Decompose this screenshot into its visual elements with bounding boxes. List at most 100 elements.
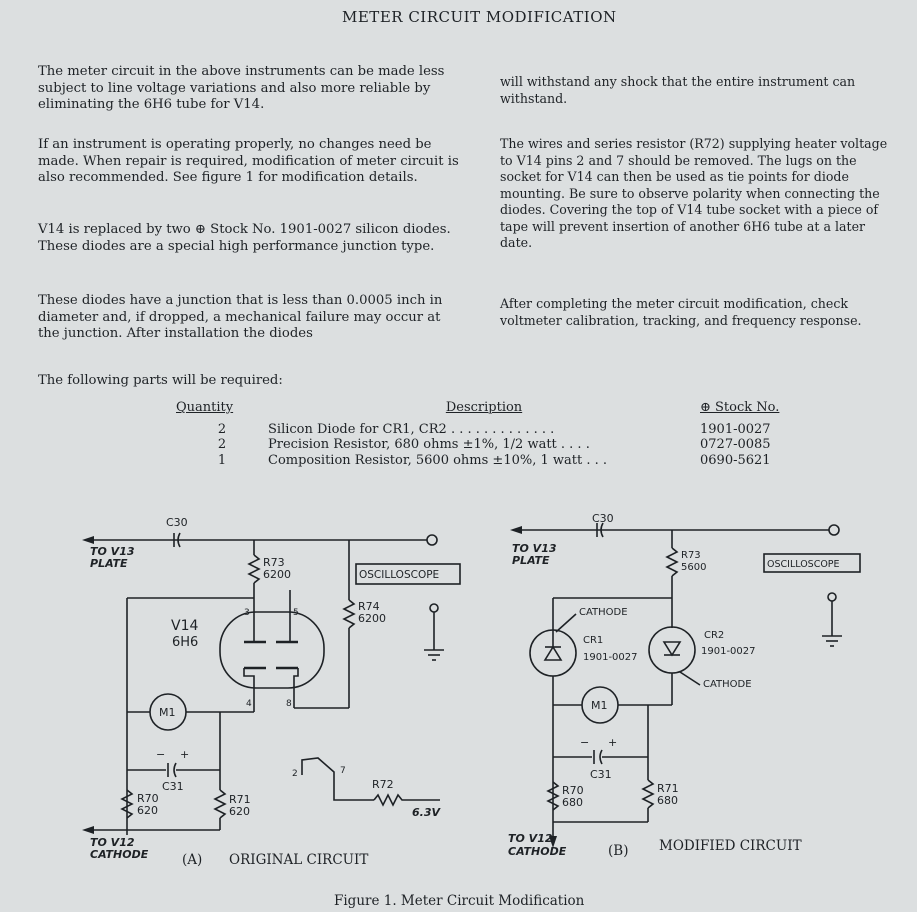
label-r74: R74 bbox=[358, 600, 380, 613]
parts-intro: The following parts will be required: bbox=[38, 373, 283, 388]
callout-line bbox=[555, 613, 577, 633]
label-pin-7: 7 bbox=[340, 766, 346, 776]
label-r71-value: 620 bbox=[229, 805, 250, 818]
capacitor-plate bbox=[600, 522, 604, 538]
parts-table: Quantity Description ⊕ Stock No. 2 Silic… bbox=[176, 400, 800, 468]
svg-text:−: − bbox=[580, 736, 589, 749]
label-r71: R71 bbox=[229, 793, 251, 806]
heater-wire bbox=[301, 757, 374, 801]
cell-description: Silicon Diode for CR1, CR2 . . . . . . .… bbox=[268, 421, 555, 437]
label-oscilloscope: OSCILLOSCOPE bbox=[767, 559, 840, 570]
arrow-icon bbox=[510, 526, 522, 534]
caption-a-letter: (A) bbox=[182, 852, 203, 868]
arrow-icon bbox=[549, 836, 557, 848]
capacitor-plate bbox=[599, 749, 603, 765]
wire bbox=[243, 668, 255, 712]
cell-quantity: 2 bbox=[217, 421, 227, 437]
callout-line bbox=[679, 671, 701, 686]
paragraph-left-2: If an instrument is operating properly, … bbox=[38, 137, 459, 185]
header-description: Description bbox=[445, 400, 523, 415]
label-r71-value: 680 bbox=[657, 794, 678, 807]
oscilloscope-box bbox=[763, 553, 861, 573]
terminal-icon bbox=[827, 592, 837, 602]
resistor-r73 bbox=[665, 547, 679, 577]
resistor-r70 bbox=[546, 781, 560, 811]
diode-cr2 bbox=[648, 626, 696, 674]
paragraph-right-3: After completing the meter circuit modif… bbox=[500, 296, 862, 328]
label-to-v12: TO V12 bbox=[90, 836, 135, 849]
label-plate: PLATE bbox=[90, 557, 128, 570]
paragraph-right-1: will withstand any shock that the entire… bbox=[500, 74, 856, 106]
cell-description: Composition Resistor, 5600 ohms ±10%, 1 … bbox=[268, 452, 607, 468]
arrow-icon bbox=[82, 536, 94, 544]
cell-stock: 1901-0027 bbox=[700, 421, 771, 437]
page-title: METER CIRCUIT MODIFICATION bbox=[342, 8, 617, 26]
caption-b-letter: (B) bbox=[608, 843, 629, 859]
wire bbox=[293, 668, 299, 708]
cell-stock: 0727-0085 bbox=[700, 437, 771, 452]
label-r73: R73 bbox=[681, 550, 701, 561]
paragraph-left-3: V14 is replaced by two ⊕ Stock No. 1901-… bbox=[38, 222, 451, 254]
svg-text:+: + bbox=[608, 736, 617, 749]
label-r72: R72 bbox=[372, 778, 394, 791]
terminal-icon bbox=[429, 603, 439, 613]
label-r74-value: 6200 bbox=[358, 612, 386, 625]
terminal-icon bbox=[426, 534, 438, 546]
label-r73: R73 bbox=[263, 556, 285, 569]
label-v14-type: 6H6 bbox=[172, 635, 198, 650]
resistor-r73 bbox=[247, 554, 261, 584]
resistor-r70 bbox=[120, 789, 134, 819]
label-m1: M1 bbox=[591, 699, 608, 712]
svg-text:+: + bbox=[180, 748, 189, 761]
resistor-r71 bbox=[213, 789, 227, 819]
table-row: 2 Precision Resistor, 680 ohms ±1%, 1/2 … bbox=[176, 437, 800, 453]
label-c30: C30 bbox=[166, 516, 188, 529]
paragraph-left-1: The meter circuit in the above instrumen… bbox=[38, 64, 445, 112]
label-cathode-top: CATHODE bbox=[579, 607, 628, 618]
label-r70: R70 bbox=[562, 784, 584, 797]
label-r73-value: 6200 bbox=[263, 568, 291, 581]
label-pin-3: 3 bbox=[244, 608, 250, 618]
label-r70-value: 680 bbox=[562, 796, 583, 809]
label-cathode: CATHODE bbox=[90, 848, 149, 861]
header-quantity: Quantity bbox=[176, 400, 234, 415]
caption-a: ORIGINAL CIRCUIT bbox=[229, 852, 369, 868]
figure-caption: Figure 1. Meter Circuit Modification bbox=[334, 893, 585, 909]
label-c30: C30 bbox=[592, 512, 614, 525]
cell-stock: 0690-5621 bbox=[700, 452, 771, 468]
paragraph-left-4: These diodes have a junction that is les… bbox=[38, 293, 443, 341]
label-r70-value: 620 bbox=[137, 804, 158, 817]
circuit-a bbox=[82, 532, 461, 835]
diode-cr2-symbol bbox=[662, 641, 682, 657]
label-cr2: CR2 bbox=[704, 630, 724, 641]
cell-quantity: 2 bbox=[217, 437, 227, 452]
label-r71: R71 bbox=[657, 782, 679, 795]
label-cathode: CATHODE bbox=[508, 845, 567, 858]
label-c31: C31 bbox=[590, 768, 612, 781]
label-cr1: CR1 bbox=[583, 635, 603, 646]
label-cathode-bottom: CATHODE bbox=[703, 679, 752, 690]
label-cr2-value: 1901-0027 bbox=[701, 646, 756, 657]
label-v14: V14 bbox=[171, 618, 198, 634]
table-row: 2 Silicon Diode for CR1, CR2 . . . . . .… bbox=[176, 422, 800, 438]
label-pin-5: 5 bbox=[293, 608, 299, 618]
diode-cr1-symbol bbox=[543, 645, 563, 661]
label-c31: C31 bbox=[162, 780, 184, 793]
label-to-v12: TO V12 bbox=[508, 832, 553, 845]
label-r73-value: 5600 bbox=[681, 562, 706, 573]
label-cr1-value: 1901-0027 bbox=[583, 652, 638, 663]
label-to-v13: TO V13 bbox=[90, 545, 135, 558]
capacitor-plate bbox=[173, 762, 177, 778]
label-m1: M1 bbox=[159, 706, 176, 719]
header-stock: ⊕ Stock No. bbox=[700, 400, 780, 415]
tube-v14 bbox=[219, 611, 325, 689]
table-row: 1 Composition Resistor, 5600 ohms ±10%, … bbox=[176, 453, 800, 469]
cell-description: Precision Resistor, 680 ohms ±1%, 1/2 wa… bbox=[268, 437, 590, 452]
label-r70: R70 bbox=[137, 792, 159, 805]
capacitor-plate bbox=[177, 532, 181, 548]
caption-b: MODIFIED CIRCUIT bbox=[659, 838, 802, 854]
label-pin-8: 8 bbox=[286, 699, 292, 709]
label-to-v13: TO V13 bbox=[512, 542, 557, 555]
